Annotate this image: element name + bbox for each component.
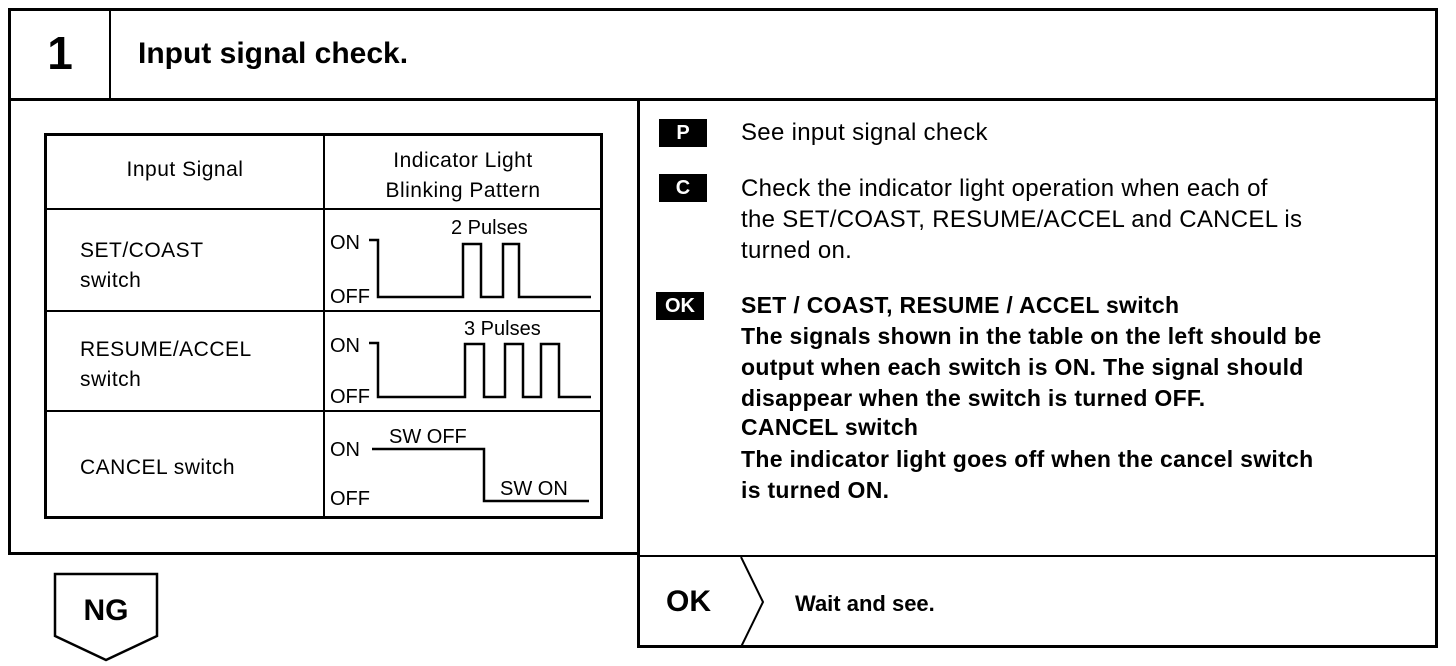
row-cancel-label: CANCEL switch — [80, 456, 236, 479]
resume-accel-pulse-count: 3 Pulses — [464, 318, 541, 340]
frame-left-border — [8, 8, 11, 554]
row-resume-accel-label1: RESUME/ACCEL — [80, 338, 252, 361]
badge-c: C — [659, 174, 707, 202]
ok-line-3: output when each switch is ON. The signa… — [741, 354, 1304, 380]
frame-right-border — [1435, 8, 1438, 556]
header-number-divider — [109, 8, 111, 100]
step-number: 1 — [47, 27, 73, 79]
ok-action-text: Wait and see. — [795, 591, 935, 616]
input-signal-table: Input Signal Indicator Light Blinking Pa… — [44, 133, 603, 519]
resume-accel-waveform — [369, 341, 591, 399]
ok-line-4: disappear when the switch is turned OFF. — [741, 385, 1206, 411]
blinking-pattern-waveforms: 2 Pulses ON OFF 3 Pulses ON OFF SW OFF O… — [330, 217, 591, 510]
resume-accel-on-label: ON — [330, 335, 360, 357]
ok-line-6: The indicator light goes off when the ca… — [741, 446, 1314, 472]
row-set-coast-label1: SET/COAST — [80, 239, 204, 262]
ok-line-7: is turned ON. — [741, 477, 890, 503]
ng-result-label: NG — [83, 594, 129, 627]
ok-box-top-border — [637, 555, 1438, 557]
header-bottom-border — [8, 98, 1438, 101]
row-resume-accel-label2: switch — [80, 368, 142, 391]
frame-top-border — [8, 8, 1438, 11]
header-pattern-line2: Blinking Pattern — [385, 179, 541, 202]
set-coast-on-label: ON — [330, 232, 360, 254]
badge-ok: OK — [656, 292, 704, 320]
instruction-p-text: See input signal check — [741, 119, 988, 146]
set-coast-waveform — [369, 238, 591, 299]
ok-line-1: SET / COAST, RESUME / ACCEL switch — [741, 292, 1180, 318]
ok-chevron — [740, 557, 765, 647]
badge-p: P — [659, 119, 707, 147]
row-set-coast-label2: switch — [80, 269, 142, 292]
cancel-on-label: ON — [330, 439, 360, 461]
step-title: Input signal check. — [138, 37, 409, 70]
instruction-c-line1: Check the indicator light operation when… — [741, 175, 1268, 202]
header-pattern-line1: Indicator Light — [393, 149, 533, 172]
instruction-c-line2: the SET/COAST, RESUME/ACCEL and CANCEL i… — [741, 206, 1303, 233]
ok-line-5: CANCEL switch — [741, 414, 919, 440]
resume-accel-off-label: OFF — [330, 386, 370, 408]
instruction-c-line3: turned on. — [741, 237, 853, 264]
column-divider — [637, 98, 640, 648]
cancel-waveform — [372, 447, 589, 503]
ok-box-right-border — [1435, 555, 1438, 648]
cancel-off-label: OFF — [330, 488, 370, 510]
set-coast-pulse-count: 2 Pulses — [451, 217, 528, 239]
header-input-signal: Input Signal — [126, 158, 244, 181]
ng-pentagon-shape — [53, 572, 159, 662]
ok-line-2: The signals shown in the table on the le… — [741, 323, 1322, 349]
ok-result-label: OK — [666, 585, 711, 618]
body-bottom-border — [8, 552, 640, 555]
set-coast-off-label: OFF — [330, 286, 370, 308]
cancel-sw-off-label: SW OFF — [389, 426, 467, 448]
ok-box-bottom-border — [637, 645, 1438, 648]
cancel-sw-on-label: SW ON — [500, 478, 568, 500]
